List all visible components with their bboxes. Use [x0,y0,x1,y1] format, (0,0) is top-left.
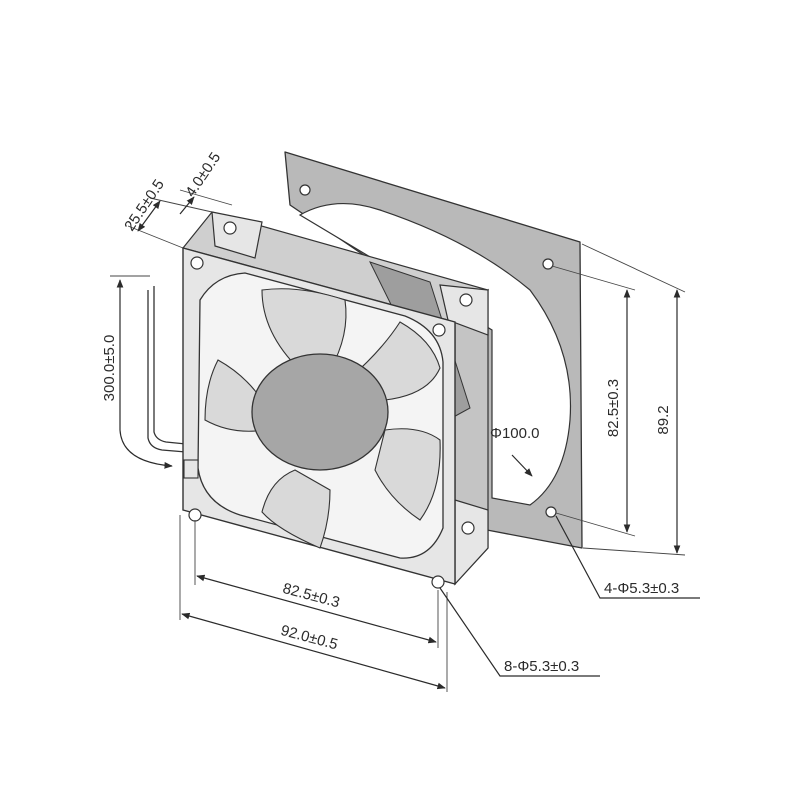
fan-front [182,247,456,589]
label-flange: 4.0±0.5 [182,149,224,200]
guard-hole-bottom-right [545,506,557,518]
front-hole-top-right [432,323,446,337]
lead-wire [147,286,187,453]
lead-wire-path [147,290,187,453]
blade-4 [261,469,331,549]
label-front-holes: 8-Φ5.3±0.3 [504,658,579,675]
back-frame-corner-right [439,284,489,336]
blade-5 [204,359,266,432]
side-lower-corner [454,499,489,586]
blade-1 [261,288,347,371]
back-hole-top-right [459,293,473,307]
guard-hole-top-left [299,184,311,196]
guard-opening [298,203,572,506]
label-guard-holes: 4-Φ5.3±0.3 [604,580,679,597]
fan-hub [251,353,389,471]
label-guard-height: 89.2 [655,405,672,434]
blade-3 [374,428,441,521]
dimension-lines [110,189,700,692]
front-hole-top-left [190,256,204,270]
label-depth: 25.5±0.5 [121,176,168,234]
label-lead-length: 300.0±5.0 [101,335,118,402]
front-hole-bottom-left [188,508,202,522]
back-hole-top-left [223,221,237,235]
lead-exit-clip [183,459,199,479]
finger-guard [284,151,583,549]
back-hole-bottom-right [461,521,475,535]
front-hole-bottom-right [431,575,445,589]
label-front-hole-spacing: 82.5±0.3 [281,580,342,612]
label-front-width: 92.0±0.5 [279,622,340,654]
guard-hole-top-right [542,258,554,270]
label-guard-diameter: Φ100.0 [490,425,540,442]
back-frame-corner [211,211,263,259]
label-guard-hole-spacing: 82.5±0.3 [605,379,622,437]
fan-blades [204,288,441,549]
